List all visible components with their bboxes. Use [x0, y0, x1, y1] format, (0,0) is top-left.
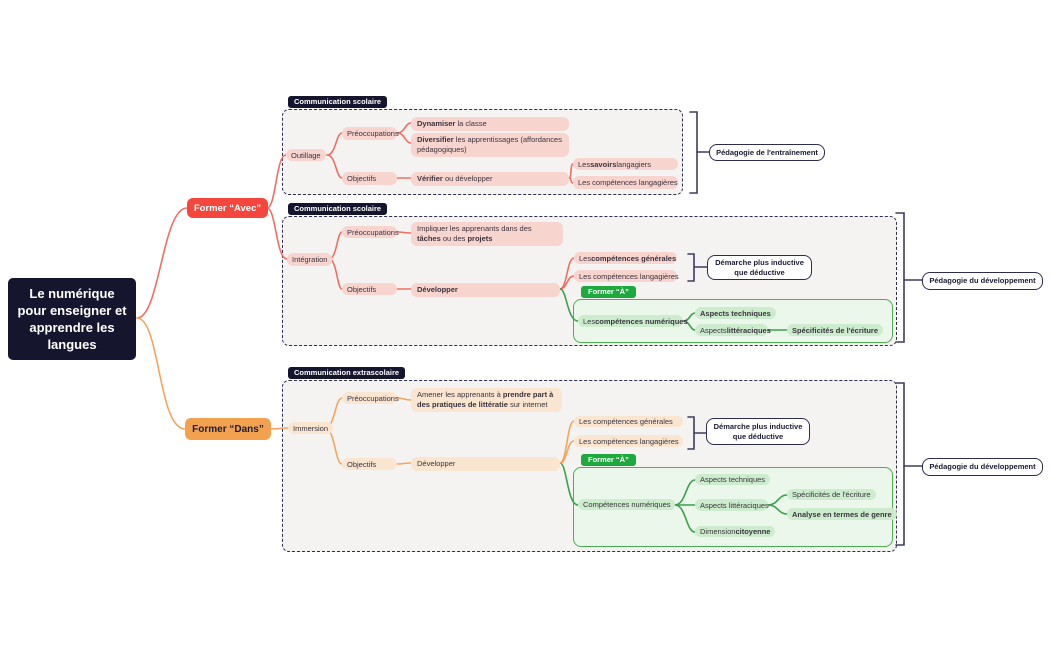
node-aspects-litteraciques-2[interactable]: Aspects littéraciques [695, 324, 771, 336]
outcome-pedagogie-developpement-2[interactable]: Pédagogie du développement [922, 272, 1043, 290]
node-objectifs-3[interactable]: Objectifs [342, 458, 397, 470]
node-objectifs-1[interactable]: Objectifs [342, 172, 397, 185]
root-node[interactable]: Le numérique pour enseigner et apprendre… [8, 278, 136, 360]
former-a-label-3[interactable]: Former “À” [581, 454, 636, 466]
outcome-demarche-inductive-3[interactable]: Démarche plus inductive que déductive [706, 418, 810, 445]
section-label-communication-scolaire-2: Communication scolaire [288, 203, 388, 215]
node-impliquer[interactable]: Impliquer les apprenants dans des tâches… [411, 222, 563, 246]
node-competences-numeriques-3[interactable]: Compétences numériques [578, 499, 675, 510]
node-competences-langagieres-3[interactable]: Les compétences langagières [574, 435, 683, 447]
node-dynamiser[interactable]: Dynamiser la classe [411, 117, 569, 131]
node-preoccupations-3[interactable]: Préoccupations [342, 392, 399, 404]
bracket-shapes [687, 111, 923, 546]
node-aspects-litteraciques-3[interactable]: Aspects littéraciques [695, 499, 769, 511]
section-label-communication-extrascolaire: Communication extrascolaire [288, 367, 406, 379]
node-analyse-genre-3[interactable]: Analyse en termes de genre [787, 508, 897, 520]
orange-connectors [136, 317, 575, 465]
outcome-demarche-inductive-2[interactable]: Démarche plus inductive que déductive [707, 255, 812, 280]
node-aspects-techniques-3[interactable]: Aspects techniques [695, 474, 771, 485]
node-competences-numeriques-2[interactable]: Les compétences numériques [578, 315, 688, 327]
outcome-pedagogie-developpement-3[interactable]: Pédagogie du développement [922, 458, 1043, 476]
node-aspects-techniques-2[interactable]: Aspects techniques [695, 307, 776, 319]
node-competences-langagieres-1[interactable]: Les compétences langagières [573, 176, 678, 189]
node-developper-3[interactable]: Développer [411, 457, 560, 471]
node-dimension-citoyenne-3[interactable]: Dimension citoyenne [695, 526, 776, 537]
former-a-label-2[interactable]: Former “À” [581, 286, 636, 298]
green-connectors [559, 288, 788, 533]
outcome-pedagogie-entrainement[interactable]: Pédagogie de l'entraînement [709, 144, 825, 161]
node-immersion[interactable]: Immersion [288, 422, 334, 434]
former-dans-node[interactable]: Former “Dans” [185, 418, 271, 440]
node-competences-langagieres-2[interactable]: Les compétences langagières [574, 270, 679, 282]
node-specificites-ecriture-2[interactable]: Spécificités de l'écriture [787, 324, 883, 336]
node-savoirs-langagiers[interactable]: Les savoirs langagiers [573, 158, 678, 170]
node-verifier-ou-developper[interactable]: Vérifier ou développer [411, 172, 569, 186]
node-specificites-ecriture-3[interactable]: Spécificités de l'écriture [787, 489, 876, 500]
node-integration[interactable]: Intégration [287, 253, 333, 266]
red-connectors [136, 122, 575, 319]
former-avec-node[interactable]: Former “Avec” [187, 198, 268, 218]
node-objectifs-2[interactable]: Objectifs [342, 283, 397, 295]
node-outillage[interactable]: Outillage [286, 149, 326, 161]
node-amener[interactable]: Amener les apprenants à prendre part à d… [411, 388, 562, 412]
node-competences-generales-3[interactable]: Les compétences générales [574, 416, 683, 427]
node-competences-generales-2[interactable]: Les compétences générales [574, 252, 677, 264]
node-preoccupations-2[interactable]: Préoccupations [342, 226, 399, 238]
section-label-communication-scolaire-1: Communication scolaire [288, 96, 388, 108]
node-diversifier[interactable]: Diversifier les apprentissages (affordan… [411, 133, 569, 157]
node-developper-2[interactable]: Développer [411, 283, 560, 297]
node-preoccupations-1[interactable]: Préoccupations [342, 127, 399, 140]
